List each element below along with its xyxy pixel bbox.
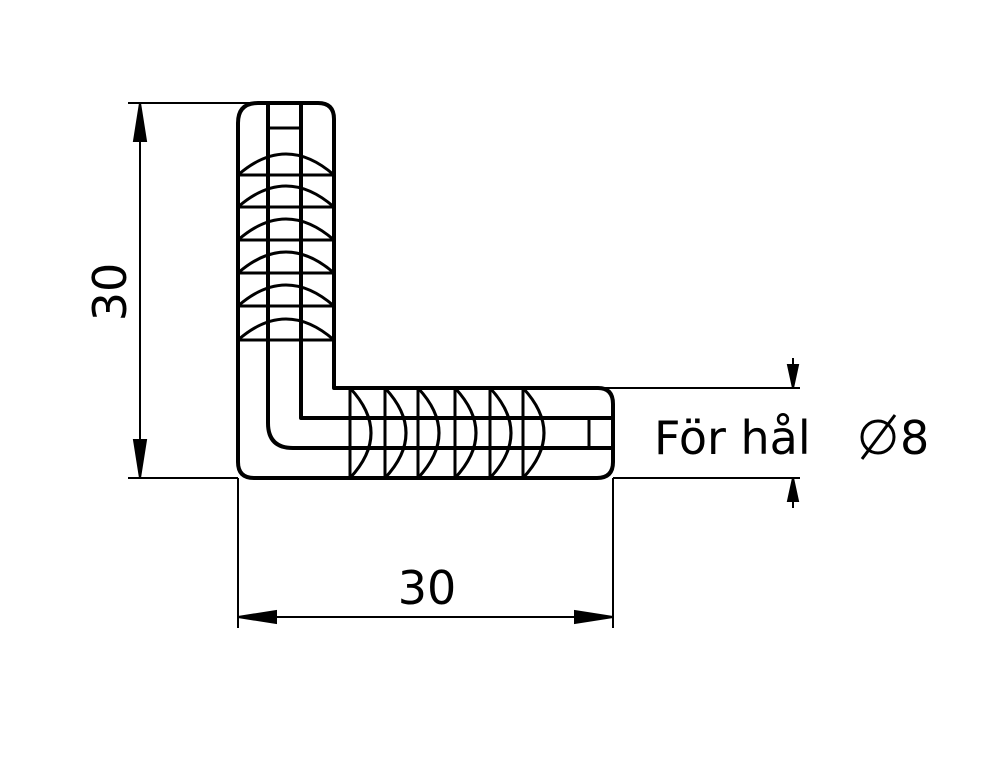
horizontal-rib bbox=[348, 386, 373, 480]
vertical-ribs bbox=[237, 152, 335, 342]
arrow-down-small bbox=[786, 364, 800, 389]
vertical-rib bbox=[237, 283, 335, 308]
horizontal-rib bbox=[383, 386, 408, 480]
inner-channel-inner bbox=[299, 103, 613, 420]
hole-annotation: För hål bbox=[654, 411, 811, 465]
vertical-rib bbox=[237, 250, 335, 275]
horizontal-rib bbox=[453, 386, 478, 480]
arrow-up bbox=[132, 102, 148, 142]
width-label: 30 bbox=[398, 561, 457, 615]
height-dimension bbox=[128, 102, 258, 479]
vertical-rib bbox=[237, 184, 335, 209]
hole-size: 8 bbox=[900, 411, 929, 465]
hole-leader bbox=[598, 358, 800, 508]
diameter-symbol-icon bbox=[860, 414, 897, 460]
outer-contour bbox=[236, 101, 615, 480]
horizontal-rib bbox=[488, 386, 513, 480]
part-outline bbox=[236, 101, 615, 480]
arrow-left bbox=[237, 609, 277, 625]
vertical-rib bbox=[237, 152, 335, 177]
arrow-down bbox=[132, 439, 148, 479]
width-dimension bbox=[237, 478, 614, 628]
inner-channel-outer bbox=[266, 103, 613, 450]
horizontal-ribs bbox=[348, 386, 546, 480]
vertical-rib bbox=[237, 317, 335, 342]
vertical-rib bbox=[237, 217, 335, 242]
arrow-right bbox=[574, 609, 614, 625]
height-label: 30 bbox=[83, 263, 137, 322]
hole-prefix: För hål bbox=[654, 411, 811, 465]
horizontal-rib bbox=[416, 386, 441, 480]
arrow-up-small bbox=[786, 477, 800, 502]
horizontal-rib bbox=[521, 386, 546, 480]
